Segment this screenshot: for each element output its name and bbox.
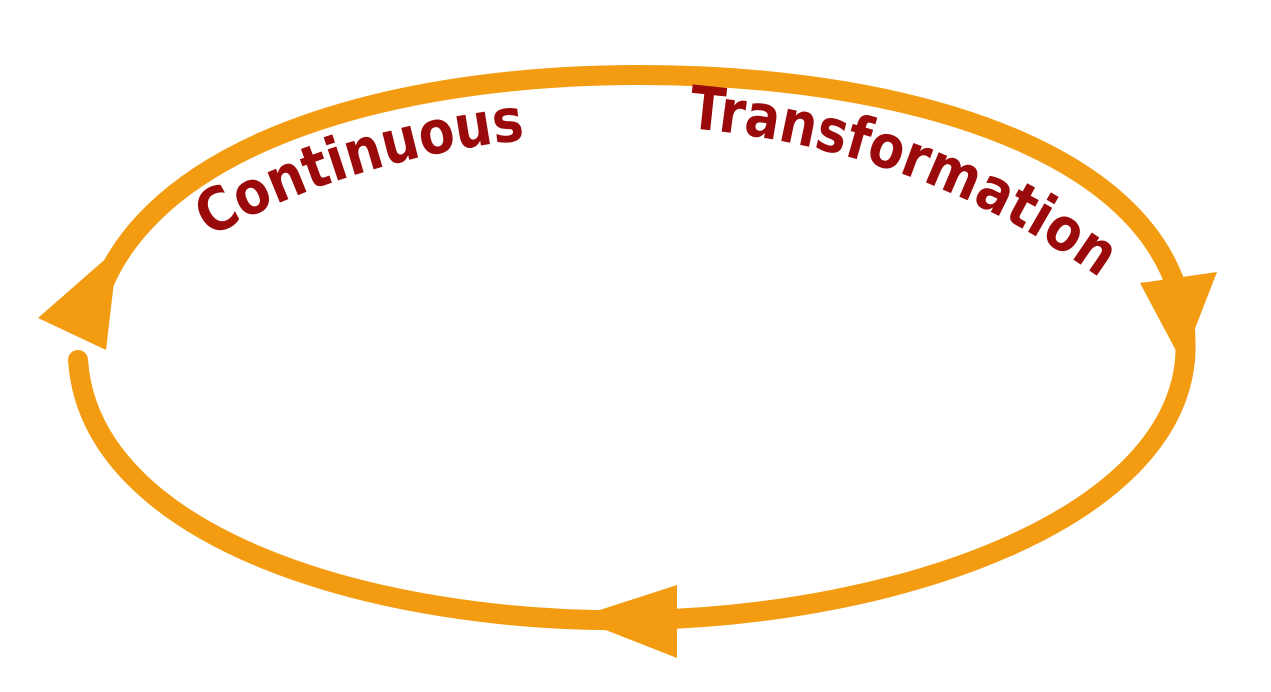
- arrowhead-bottom-icon: [575, 585, 677, 658]
- loop-ring: [68, 64, 1196, 631]
- arrowhead-right-icon: [1140, 272, 1217, 362]
- arrowhead-left-icon: [38, 248, 118, 350]
